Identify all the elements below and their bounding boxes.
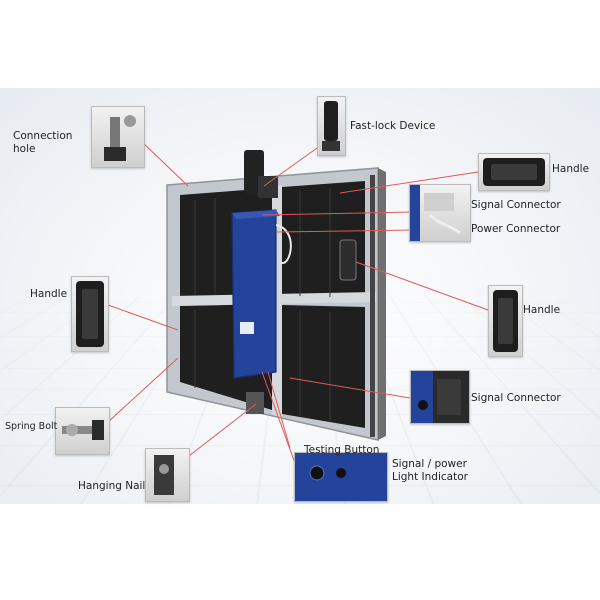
label-testing-button: Testing Button: [304, 444, 380, 456]
handle-icon: [483, 158, 545, 186]
label-signal-power-indicator: Signal / power Light Indicator: [392, 458, 468, 483]
label-signal-connector-bottom: Signal Connector: [471, 392, 561, 404]
handle-icon: [76, 281, 104, 347]
spring-bolt-icon: [62, 420, 104, 440]
thumb-indicator: [294, 452, 388, 502]
label-handle-top-right: Handle: [552, 163, 590, 175]
label-spring-bolt: Spring Bolt: [5, 421, 58, 432]
connector-icon: [410, 185, 461, 241]
connector-icon: [411, 371, 461, 423]
thumb-handle-left: [71, 276, 109, 352]
label-power-connector: Power Connector: [471, 223, 561, 235]
thumb-hanging-nail: [145, 448, 190, 502]
handle-icon: [493, 290, 518, 352]
thumb-connection-hole: [91, 106, 145, 168]
hanging-nail-icon: [154, 455, 174, 495]
thumb-signal-connector-bottom: [410, 370, 470, 424]
thumb-handle-right: [488, 285, 523, 357]
thumb-handle-top-right: [478, 153, 550, 191]
label-hanging-nail: Hanging Nail: [78, 480, 146, 492]
thumb-signal-power-connector: [409, 184, 471, 242]
label-handle-left: Handle: [30, 288, 68, 300]
label-signal-connector-top: Signal Connector: [471, 199, 561, 211]
fast-lock-icon: [322, 101, 340, 151]
indicator-icon: [295, 453, 387, 501]
label-fast-lock-device: Fast-lock Device: [350, 120, 436, 132]
label-connection-hole: Connection hole: [13, 130, 73, 155]
thumb-spring-bolt: [55, 407, 110, 455]
bolt-icon: [104, 115, 136, 161]
label-handle-right: Handle: [523, 304, 561, 316]
thumb-fast-lock: [317, 96, 346, 156]
